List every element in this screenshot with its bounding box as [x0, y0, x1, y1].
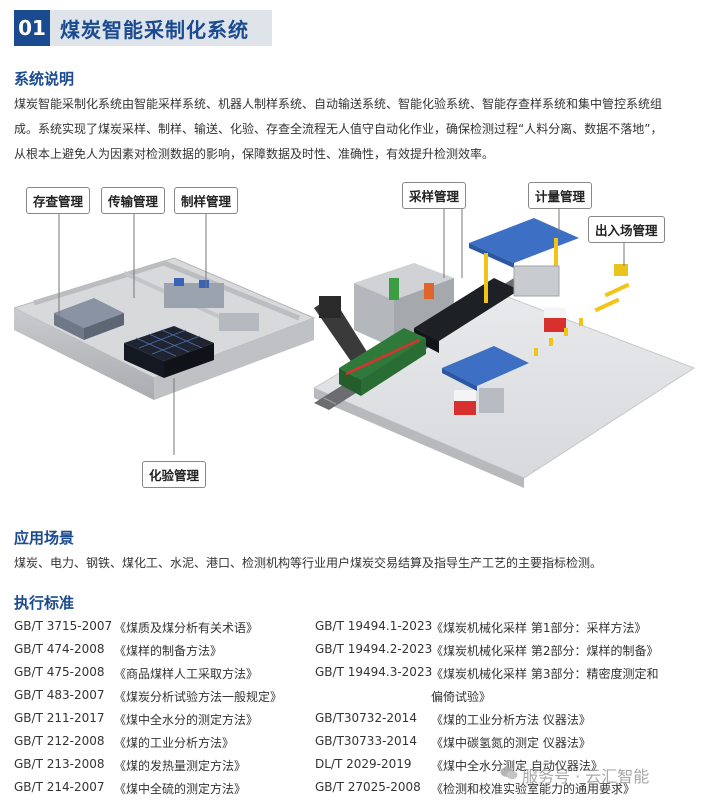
storage-management-label: 存查管理 [26, 187, 91, 214]
standard-name: 《煤中全水分的测定方法》 [114, 713, 259, 727]
sampling-management-label: 采样管理 [402, 182, 467, 209]
truck-front [454, 390, 476, 415]
watermark-text: 服务号 · 云汇智能 [522, 767, 650, 786]
standard-code: GB/T 27025-2008 [315, 780, 421, 794]
standard-code: GB/T 211-2017 [14, 711, 105, 725]
application-heading: 应用场景 [14, 529, 75, 547]
standard-item: GB/T 213-2008 《煤的发热量测定方法》 [14, 757, 246, 773]
sampling-canopy [442, 346, 529, 386]
application-text: 煤炭、电力、钢铁、煤化工、水泥、港口、检测机构等行业用户煤炭交易结算及指导生产工… [14, 556, 603, 570]
lab-management-label: 化验管理 [142, 461, 207, 488]
standard-code: GB/T 475-2008 [14, 665, 105, 679]
system-diagram: 存查管理 传输管理 制样管理 化验管理 采样管理 计量管理 出入场管理 [12, 178, 696, 488]
standard-item: GB/T 212-2008 《煤的工业分析方法》 [14, 734, 234, 750]
standard-item: GB/T 214-2007 《煤中全硫的测定方法》 [14, 780, 246, 796]
standard-name: 《煤炭机械化采样 第2部分：煤样的制备》 [431, 644, 659, 658]
page-title-bar: 01 煤炭智能采制化系统 [14, 10, 272, 46]
standard-item: GB/T 19494.2-2023《煤炭机械化采样 第2部分：煤样的制备》 [315, 642, 658, 658]
standard-code: DL/T 2029-2019 [315, 757, 412, 771]
standard-code: GB/T 483-2007 [14, 688, 105, 702]
standard-code: GB/T 19494.3-2023 [315, 665, 433, 679]
standard-item: GB/T 27025-2008 《检测和校准实验室能力的通用要求》 [315, 780, 635, 796]
standard-code: GB/T30733-2014 [315, 734, 417, 748]
standard-name: 《煤的工业分析方法 仪器法》 [431, 713, 591, 727]
standard-name: 《煤炭分析试验方法一般规定》 [114, 690, 283, 704]
standard-name: 《煤质及煤分析有关术语》 [114, 621, 259, 635]
standard-item: GB/T30732-2014 《煤的工业分析方法 仪器法》 [315, 711, 591, 727]
wechat-icon [500, 766, 518, 785]
gate-management-label: 出入场管理 [588, 216, 665, 243]
description-heading: 系统说明 [14, 70, 75, 88]
description-line: 从根本上避免人为因素对检测数据的影响，保障数据及时性、准确性，有效提升检测效率。 [14, 147, 495, 161]
standard-item: GB/T 483-2007 《煤炭分析试验方法一般规定》 [14, 688, 282, 704]
description-line: 煤炭智能采制化系统由智能采样系统、机器人制样系统、自动输送系统、智能化验系统、智… [14, 97, 663, 111]
plant-illustration [12, 205, 696, 488]
standard-item: GB/T 474-2008 《煤样的制备方法》 [14, 642, 222, 658]
standard-item: DL/T 2029-2019 《煤中全水分测定 自动仪器法》 [315, 757, 603, 773]
prep-equipment [164, 283, 224, 308]
standard-code: GB/T 474-2008 [14, 642, 105, 656]
page-title: 煤炭智能采制化系统 [50, 10, 272, 46]
prep-management-label: 制样管理 [174, 187, 239, 214]
standard-name: 《煤中碳氢氮的测定 仪器法》 [431, 736, 591, 750]
standard-name: 偏倚试验》 [431, 690, 492, 704]
storage-cabinets [54, 298, 124, 328]
standard-name: 《检测和校准实验室能力的通用要求》 [431, 782, 636, 796]
watermark: 服务号 · 云汇智能 [500, 763, 649, 787]
standard-name: 《煤的工业分析方法》 [114, 736, 235, 750]
standard-name: 《煤炭机械化采样 第3部分：精密度测定和 [431, 667, 659, 681]
standard-code: GB/T 213-2008 [14, 757, 105, 771]
standard-name: 《煤炭机械化采样 第1部分：采样方法》 [431, 621, 647, 635]
sampling-building [354, 263, 454, 300]
description-line: 成。系统实现了煤炭采样、制样、输送、化验、存查全流程无人值守自动化作业，确保检测… [14, 122, 663, 136]
standard-name: 《煤样的制备方法》 [114, 644, 223, 658]
standard-code: GB/T 19494.1-2023 [315, 619, 433, 633]
section-number: 01 [14, 10, 50, 46]
standard-code: GB/T 3715-2007 [14, 619, 113, 633]
lab-building-wall-left [14, 308, 154, 400]
standard-item: GB/T 3715-2007《煤质及煤分析有关术语》 [14, 619, 258, 635]
weighing-canopy [469, 218, 579, 263]
weighing-management-label: 计量管理 [528, 182, 593, 209]
standard-item: GB/T30733-2014 《煤中碳氢氮的测定 仪器法》 [315, 734, 591, 750]
standard-item: GB/T 19494.3-2023《煤炭机械化采样 第3部分：精密度测定和 [315, 665, 658, 681]
standard-name: 《煤中全水分测定 自动仪器法》 [431, 759, 603, 773]
standards-heading: 执行标准 [14, 594, 75, 612]
standard-code: GB/T30732-2014 [315, 711, 417, 725]
standard-item: GB/T 19494.1-2023《煤炭机械化采样 第1部分：采样方法》 [315, 619, 646, 635]
standard-name: 《煤的发热量测定方法》 [114, 759, 247, 773]
standard-code: GB/T 19494.2-2023 [315, 642, 433, 656]
lab-sample-tanks [124, 326, 214, 361]
standard-name: 《商品煤样人工采取方法》 [114, 667, 259, 681]
standard-code: GB/T 214-2007 [14, 780, 105, 794]
standard-item: GB/T 211-2017 《煤中全水分的测定方法》 [14, 711, 258, 727]
transport-management-label: 传输管理 [101, 187, 166, 214]
standard-name: 《煤中全硫的测定方法》 [114, 782, 247, 796]
standard-code: GB/T 212-2008 [14, 734, 105, 748]
coal-wagons [414, 278, 519, 341]
truck-gate [544, 308, 566, 332]
lab-building-wall-right [154, 318, 314, 400]
gate-booth [614, 264, 628, 276]
standard-item: GB/T 475-2008 《商品煤样人工采取方法》 [14, 665, 258, 681]
description-text: 煤炭智能采制化系统由智能采样系统、机器人制样系统、自动输送系统、智能化验系统、智… [14, 92, 690, 167]
